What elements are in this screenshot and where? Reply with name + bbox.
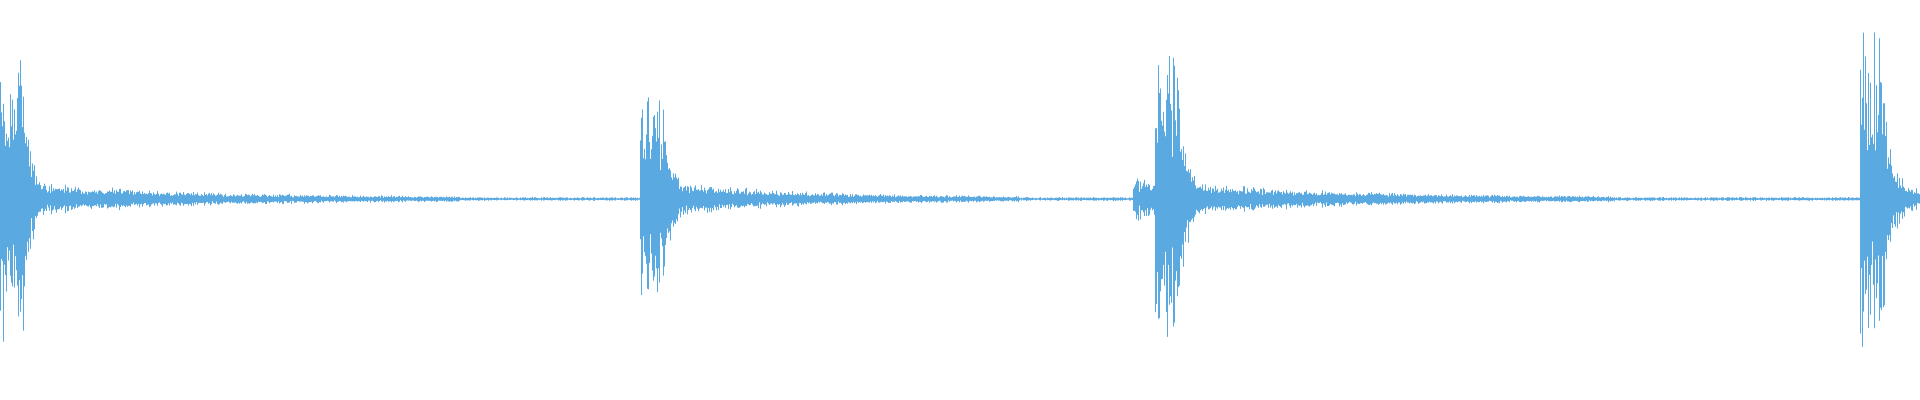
waveform-samples <box>0 32 1920 347</box>
